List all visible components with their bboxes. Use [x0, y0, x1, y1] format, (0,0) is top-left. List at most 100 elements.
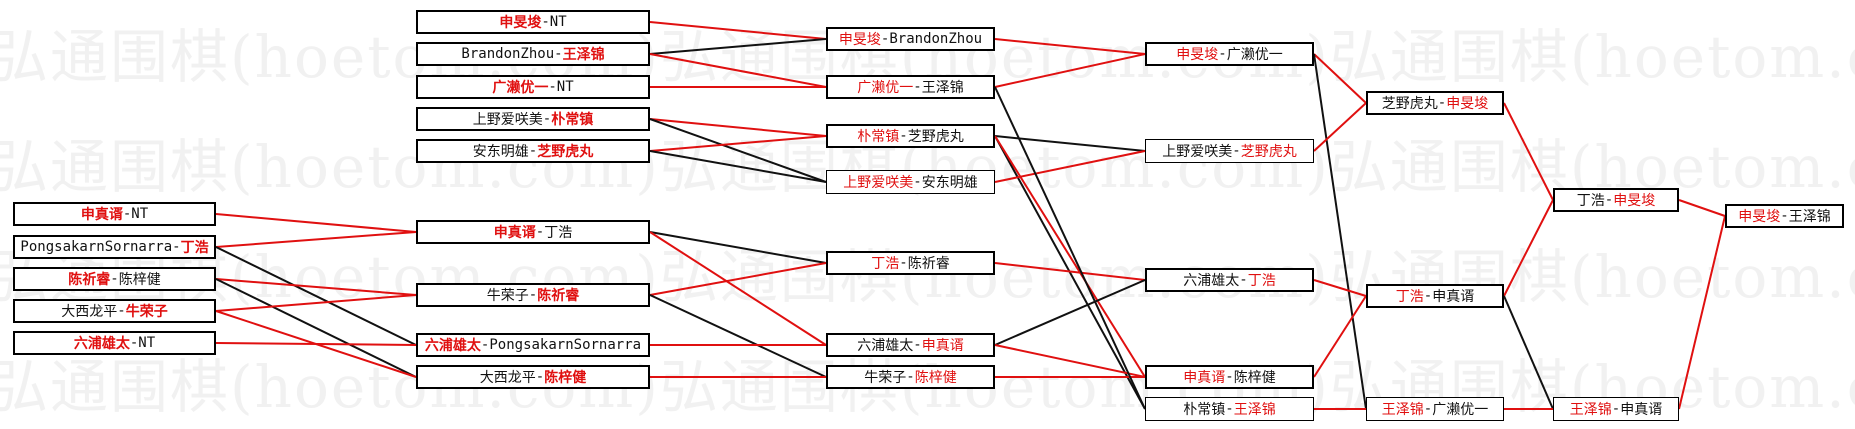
connector-r4-0-to-r5-0: [1313, 53, 1367, 104]
loser-name-player: 牛荣子: [864, 370, 907, 386]
loser-name-brandonzhou: BrandonZhou: [889, 31, 983, 47]
connector-r3-3-to-r4-1: [994, 150, 1146, 183]
winner-name-player: 丁浩: [1247, 273, 1276, 289]
vs-separator: -: [1225, 369, 1234, 385]
winner-name-player: 上野爱咲美: [843, 175, 914, 191]
vs-separator: -: [554, 46, 563, 62]
connector-r4-1-to-r5-0: [1313, 102, 1367, 152]
connector-r2-4-to-r3-2: [649, 135, 827, 152]
loser-name-player: 广濑优一: [1432, 402, 1489, 418]
vs-separator: -: [1780, 208, 1789, 224]
vs-separator: -: [1218, 46, 1227, 62]
winner-name-player: 申旻埈: [1613, 193, 1656, 209]
match-box-r6-0: 丁浩-申旻埈: [1553, 188, 1679, 212]
vs-separator: -: [535, 369, 545, 385]
loser-name-player: 王泽锦: [921, 80, 964, 96]
connector-r3-0-to-r4-0: [994, 38, 1146, 55]
loser-name-player: 安东明雄: [472, 144, 529, 160]
vs-separator: -: [480, 337, 490, 353]
match-box-r3-3: 上野爱咲美-安东明雄: [826, 170, 995, 194]
winner-name-player: 牛荣子: [125, 304, 168, 320]
connector-r2-5-to-r3-5: [649, 231, 827, 346]
winner-name-player: 申旻埈: [1446, 96, 1489, 112]
match-box-r2-2: 广濑优一-NT: [416, 75, 650, 99]
vs-separator: -: [913, 174, 922, 190]
winner-name-player: 王泽锦: [562, 47, 605, 63]
winner-name-player: 申真谞: [1183, 370, 1226, 386]
winner-name-player: 申真谞: [493, 225, 536, 241]
winner-name-player: 丁浩: [871, 256, 900, 272]
vs-separator: -: [535, 224, 545, 240]
connector-r3-5-to-r4-3: [994, 344, 1146, 378]
loser-name-player: 陈祈睿: [907, 256, 950, 272]
vs-separator: -: [1239, 272, 1248, 288]
winner-name-player: 陈梓健: [544, 370, 587, 386]
connector-r1-3-to-r2-6: [215, 294, 417, 312]
winner-name-player: 王泽锦: [1381, 402, 1424, 418]
connector-r1-0-to-r2-5: [215, 213, 417, 233]
connector-r1-1-to-r2-7: [215, 246, 417, 346]
match-box-r1-1: PongsakarnSornarra-丁浩: [13, 235, 216, 259]
match-box-r5-1: 丁浩-申真谞: [1366, 284, 1504, 308]
match-box-r5-0: 芝野虎丸-申旻埈: [1366, 91, 1504, 115]
loser-name-player: 牛荣子: [486, 288, 529, 304]
connector-r3-1-to-r4-0: [994, 53, 1146, 88]
vs-separator: -: [122, 206, 132, 222]
loser-name-pongsakarnsornarra: PongsakarnSornarra: [489, 337, 642, 353]
winner-name-player: 芝野虎丸: [1240, 144, 1297, 160]
match-box-r2-7: 六浦雄太-PongsakarnSornarra: [416, 333, 650, 357]
vs-separator: -: [110, 271, 119, 287]
winner-name-player: 广濑优一: [857, 80, 914, 96]
vs-separator: -: [899, 255, 908, 271]
match-box-r6-1: 王泽锦-申真谞: [1553, 397, 1679, 421]
match-box-r2-8: 大西龙平-陈梓健: [416, 365, 650, 389]
connector-r5-0-to-r6-0: [1503, 102, 1554, 201]
loser-name-player: 上野爱咲美: [472, 112, 543, 128]
connector-r2-1-to-r3-0: [649, 38, 827, 55]
loser-name-player: 申真谞: [1620, 402, 1663, 418]
vs-separator: -: [1611, 401, 1621, 417]
connector-r5-1-to-r6-1: [1503, 295, 1554, 410]
vs-separator: -: [528, 143, 538, 159]
match-box-r3-4: 丁浩-陈祈睿: [826, 251, 995, 275]
connector-r2-5-to-r3-4: [649, 231, 827, 264]
match-box-r2-1: BrandonZhou-王泽锦: [416, 42, 650, 66]
loser-name-player: 大西龙平: [61, 304, 118, 320]
match-box-r3-0: 申旻埈-BrandonZhou: [826, 27, 995, 51]
winner-name-player: 六浦雄太: [424, 338, 481, 354]
loser-name-player: 芝野虎丸: [1381, 96, 1438, 112]
winner-name-player: 申真谞: [921, 338, 964, 354]
loser-name-player: 安东明雄: [921, 175, 978, 191]
winner-name-player: 六浦雄太: [73, 336, 130, 352]
connector-r4-0-to-r5-2: [1313, 53, 1367, 410]
match-box-r1-2: 陈祈睿-陈梓健: [13, 267, 216, 291]
loser-name-pongsakarnsornarra: PongsakarnSornarra: [20, 239, 173, 255]
vs-separator: -: [913, 337, 922, 353]
vs-separator: -: [172, 239, 181, 255]
winner-name-player: 陈祈睿: [537, 288, 580, 304]
vs-separator: -: [1437, 95, 1447, 111]
vs-separator: -: [899, 128, 908, 144]
vs-separator: -: [528, 287, 538, 303]
match-box-r7-0: 申旻埈-王泽锦: [1725, 204, 1844, 228]
loser-name-player: 上野爱咲美: [1162, 144, 1233, 160]
winner-name-player: 申真谞: [80, 207, 123, 223]
loser-name-player: 王泽锦: [1788, 209, 1831, 225]
loser-name-player: 六浦雄太: [857, 338, 914, 354]
loser-name-brandonzhou: BrandonZhou: [461, 46, 555, 62]
connector-r3-5-to-r4-2: [994, 279, 1146, 346]
match-box-r5-2: 王泽锦-广濑优一: [1366, 397, 1504, 421]
match-box-r2-3: 上野爱咲美-朴常镇: [416, 107, 650, 131]
loser-name-player: 申真谞: [1432, 289, 1475, 305]
vs-separator: -: [129, 335, 139, 351]
connector-r4-3-to-r5-1: [1313, 295, 1367, 378]
match-box-r2-6: 牛荣子-陈祈睿: [416, 283, 650, 307]
connector-r1-4-to-r2-7: [215, 342, 417, 346]
winner-name-player: 申旻埈: [1738, 209, 1781, 225]
connector-r3-2-to-r4-3: [994, 135, 1146, 378]
connector-r1-2-to-r2-6: [215, 278, 417, 296]
connector-r4-2-to-r5-1: [1313, 279, 1367, 297]
vs-separator: -: [1423, 288, 1433, 304]
winner-name-player: 申旻埈: [499, 15, 542, 31]
winner-name-player: 丁浩: [1395, 289, 1424, 305]
